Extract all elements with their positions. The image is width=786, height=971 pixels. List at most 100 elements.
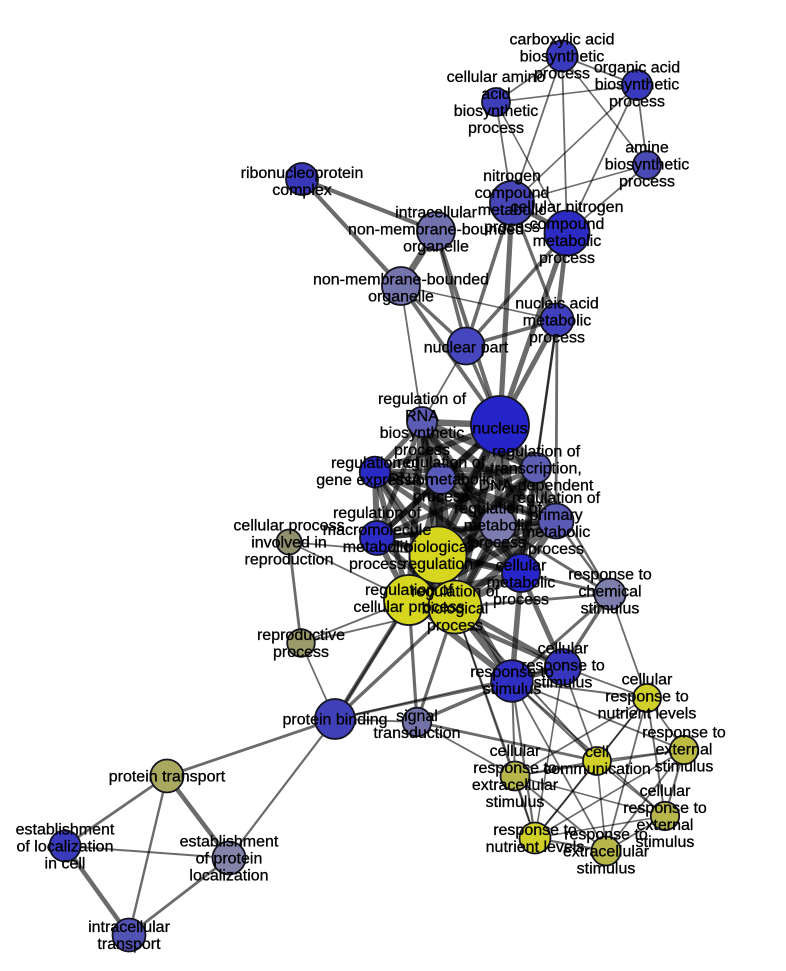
svg-text:extracellular: extracellular [472,777,559,794]
svg-text:cellular: cellular [622,672,673,689]
svg-text:organelle: organelle [403,239,469,256]
svg-text:transport: transport [97,936,161,953]
svg-text:transcription,: transcription, [490,461,582,478]
svg-text:process: process [529,330,585,347]
svg-text:gene expression: gene expression [316,472,433,489]
svg-text:cell: cell [585,744,609,761]
svg-text:biosynthetic: biosynthetic [520,49,605,66]
svg-text:chemical: chemical [578,584,641,601]
svg-text:ribonucleoprotein: ribonucleoprotein [241,165,364,182]
svg-text:cellular: cellular [490,743,541,760]
svg-text:metabolic: metabolic [487,575,555,592]
svg-text:process: process [484,219,540,236]
svg-text:response to: response to [605,689,689,706]
svg-text:regulation of: regulation of [378,391,467,408]
svg-text:nuclear part: nuclear part [424,340,509,357]
svg-text:response to: response to [473,760,557,777]
svg-text:process: process [427,618,483,635]
svg-text:nucleus: nucleus [472,421,527,438]
svg-text:in cell: in cell [45,856,86,873]
svg-text:response to: response to [564,827,648,844]
svg-text:cellular: cellular [538,641,589,658]
svg-text:involved in: involved in [251,535,327,552]
svg-text:cellular nitrogen: cellular nitrogen [511,199,624,216]
svg-text:non-membrane-bounded: non-membrane-bounded [348,222,524,239]
svg-text:stimulus: stimulus [655,759,714,776]
svg-text:reproduction: reproduction [245,552,334,569]
svg-text:response to: response to [623,800,707,817]
svg-text:RNA metabolic: RNA metabolic [388,472,494,489]
svg-text:response to: response to [470,664,554,681]
svg-text:metabolic: metabolic [533,233,601,250]
svg-text:process: process [539,250,595,267]
svg-text:process: process [468,120,524,137]
svg-text:biosynthetic: biosynthetic [454,103,539,120]
svg-text:nutrient levels: nutrient levels [598,706,697,723]
svg-text:process: process [413,489,469,506]
svg-text:carboxylic acid: carboxylic acid [510,32,615,49]
svg-text:process: process [534,66,590,83]
svg-text:non-membrane-bounded: non-membrane-bounded [313,272,489,289]
svg-text:stimulus: stimulus [581,601,640,618]
svg-text:biological: biological [405,539,472,556]
svg-text:process: process [349,556,405,573]
svg-text:metabolic: metabolic [478,202,546,219]
svg-text:response to: response to [568,567,652,584]
svg-text:metabolic: metabolic [522,524,590,541]
svg-text:regulation: regulation [403,556,473,573]
svg-text:process: process [470,535,526,552]
svg-text:process: process [528,541,584,558]
svg-text:RNA: RNA [405,408,439,425]
svg-text:nutrient levels: nutrient levels [486,839,585,856]
svg-text:cellular amino: cellular amino [447,69,546,86]
svg-text:stimulus: stimulus [577,861,636,878]
svg-text:primary: primary [529,507,582,524]
svg-text:macromolecule: macromolecule [323,522,432,539]
svg-text:cellular process: cellular process [353,599,464,616]
svg-text:metabolic: metabolic [523,313,591,330]
svg-text:cellular: cellular [640,783,691,800]
svg-text:biosynthetic: biosynthetic [605,157,690,174]
svg-text:external: external [656,742,713,759]
svg-text:extracellular: extracellular [563,844,650,861]
svg-text:process: process [619,174,675,191]
svg-text:communication: communication [543,761,651,778]
svg-text:regulation of: regulation of [454,501,543,518]
svg-text:biosynthetic: biosynthetic [380,425,465,442]
svg-text:biosynthetic: biosynthetic [595,77,680,94]
svg-text:establishment: establishment [16,822,115,839]
svg-text:amine: amine [625,140,669,157]
svg-text:external: external [637,817,694,834]
svg-text:protein binding: protein binding [283,712,388,729]
svg-text:signal: signal [396,708,438,725]
svg-text:intracellular: intracellular [88,919,170,936]
svg-text:cellular process: cellular process [233,518,344,535]
svg-text:response to: response to [642,725,726,742]
svg-text:of localization: of localization [17,839,114,856]
svg-text:biological: biological [422,601,489,618]
svg-text:stimulus: stimulus [483,681,542,698]
svg-text:reproductive: reproductive [257,627,345,644]
svg-text:regulation of: regulation of [492,444,581,461]
svg-text:stimulus: stimulus [636,834,695,851]
svg-text:regulation of: regulation of [365,582,454,599]
svg-text:response to: response to [521,658,605,675]
svg-text:nucleic acid: nucleic acid [515,296,599,313]
svg-text:process: process [273,644,329,661]
svg-text:process: process [493,592,549,609]
svg-text:stimulus: stimulus [534,675,593,692]
svg-text:regulation of: regulation of [331,455,420,472]
svg-text:stimulus: stimulus [486,794,545,811]
svg-text:organic acid: organic acid [594,60,680,77]
svg-text:transduction: transduction [373,725,460,742]
svg-text:compound: compound [530,216,605,233]
svg-text:localization: localization [189,868,268,885]
svg-text:compound: compound [475,185,550,202]
svg-text:regulation of: regulation of [411,584,500,601]
svg-text:metabolic: metabolic [464,518,532,535]
svg-text:complex: complex [272,182,332,199]
svg-text:establishment: establishment [180,834,279,851]
svg-text:organelle: organelle [368,289,434,306]
svg-text:intracellular: intracellular [395,205,477,222]
svg-text:process: process [394,442,450,459]
